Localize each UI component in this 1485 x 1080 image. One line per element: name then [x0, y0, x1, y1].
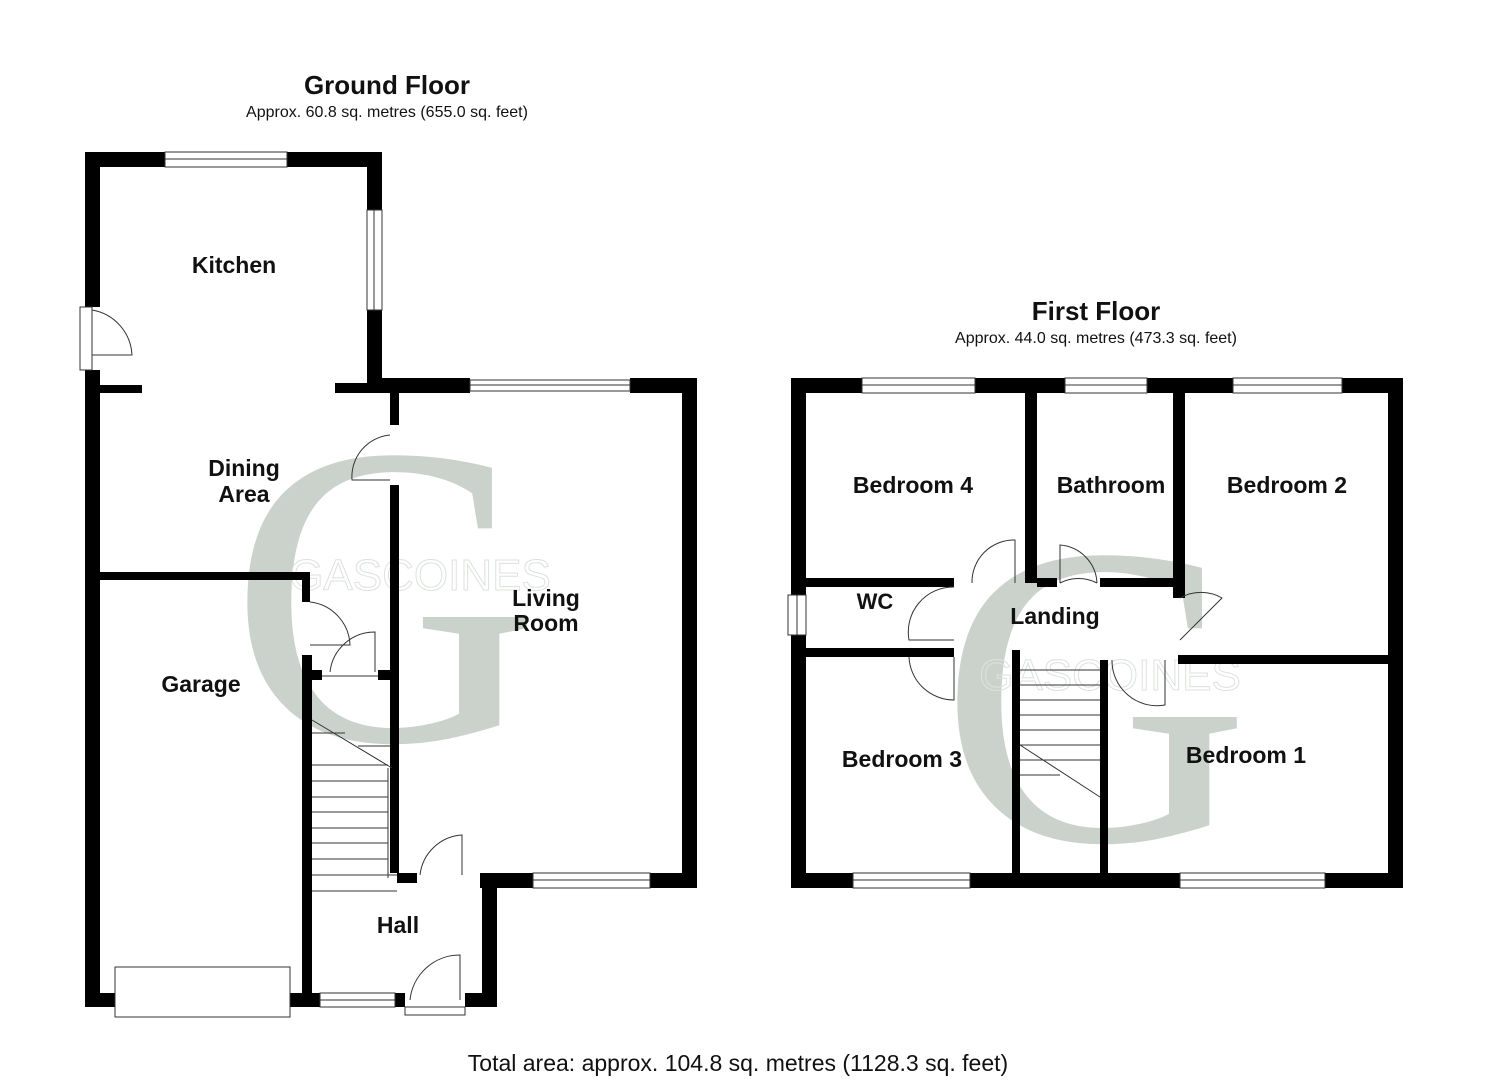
ground-floor-windows [114, 151, 651, 1018]
room-living-room-2: Room [513, 610, 578, 636]
svg-text:G: G [940, 458, 1251, 934]
first-floor-doors [907, 539, 1223, 798]
room-garage: Garage [161, 671, 240, 697]
svg-text:GASCOINES: GASCOINES [289, 551, 551, 600]
room-hall: Hall [377, 912, 419, 938]
watermark: G GASCOINES G GASCOINES [230, 358, 1251, 934]
room-bedroom-4: Bedroom 4 [853, 472, 973, 498]
svg-text:G: G [230, 358, 541, 834]
room-kitchen: Kitchen [192, 252, 276, 278]
room-bathroom: Bathroom [1057, 472, 1166, 498]
room-landing: Landing [1010, 603, 1099, 629]
room-dining-area: Dining [208, 455, 280, 481]
first-floor-title: First Floor [1032, 296, 1161, 326]
ground-floor-area: Approx. 60.8 sq. metres (655.0 sq. feet) [246, 104, 528, 121]
first-floor-windows [787, 377, 1343, 889]
total-area: Total area: approx. 104.8 sq. metres (11… [468, 1050, 1008, 1076]
room-wc: WC [857, 589, 894, 614]
first-floor-area: Approx. 44.0 sq. metres (473.3 sq. feet) [955, 330, 1237, 347]
first-stairs [1019, 669, 1101, 798]
ground-floor-title: Ground Floor [304, 70, 470, 100]
ground-stairs [311, 719, 397, 892]
room-bedroom-2: Bedroom 2 [1227, 472, 1347, 498]
room-living-room: Living [512, 585, 580, 611]
ground-floor-doors [79, 306, 463, 1001]
room-bedroom-3: Bedroom 3 [842, 746, 962, 772]
room-dining-area-2: Area [218, 481, 269, 507]
room-bedroom-1: Bedroom 1 [1186, 742, 1306, 768]
